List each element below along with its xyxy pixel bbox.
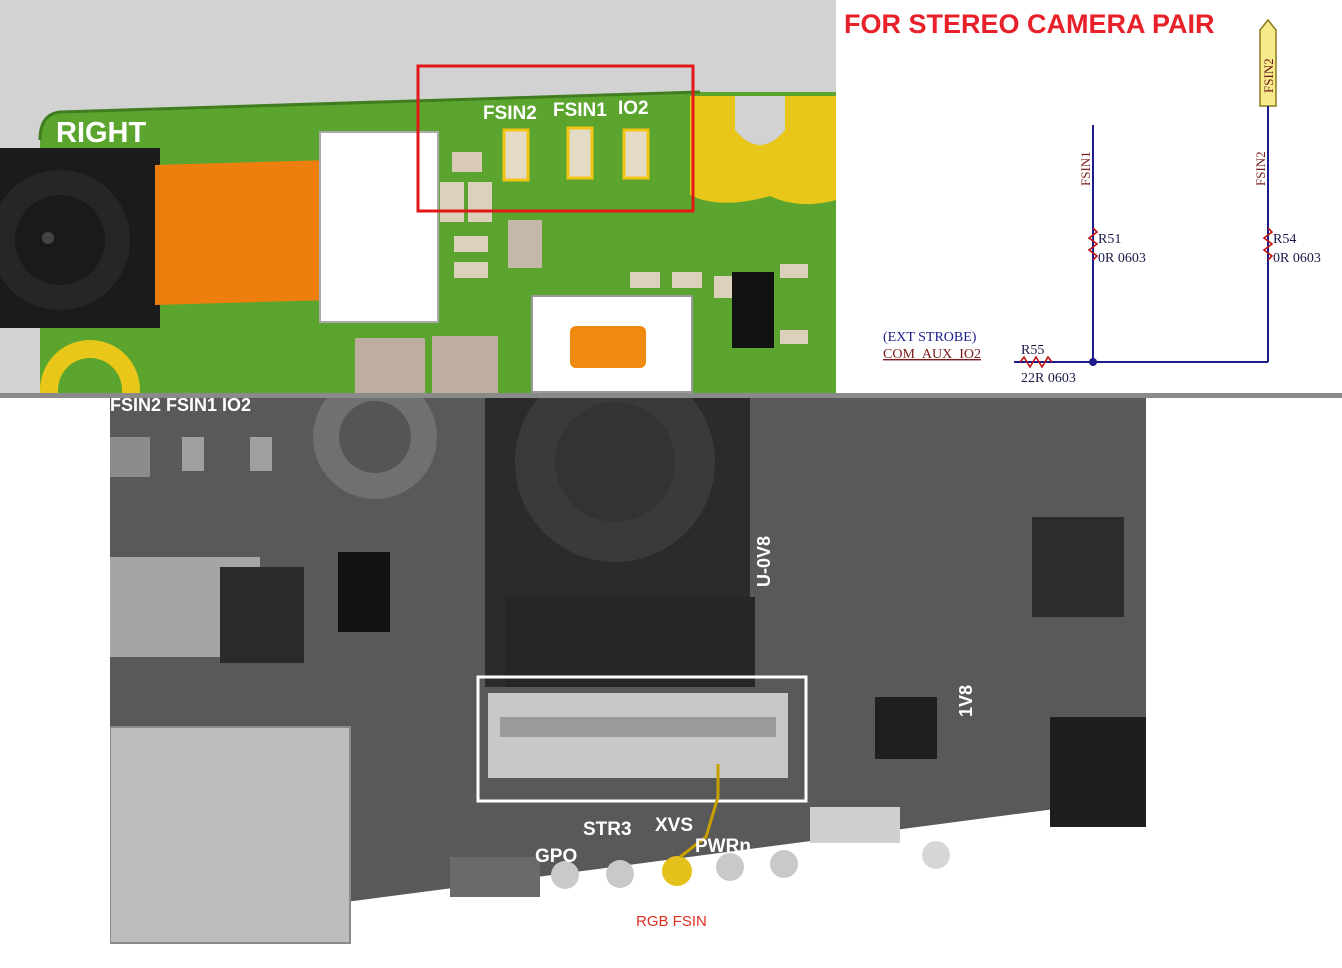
aux-net-label: COM_AUX_IO2 <box>883 347 981 362</box>
rgb-fsin-pad <box>662 856 692 886</box>
pin-label-pwrn: PWRn <box>695 836 751 857</box>
strobe-note: (EXT STROBE) <box>883 330 977 345</box>
net-fsin2: FSIN2 <box>1253 151 1268 186</box>
bottom-top-labels: FSIN2 FSIN1 IO2 <box>110 397 251 415</box>
right-camera-pcb-render: RIGHT FSIN2 FSIN1 IO2 <box>0 0 836 440</box>
rgb-camera-pcb-render: FSIN2 FSIN1 IO2 U-0V8 1V8 GPO STR3 XVS P… <box>109 362 1146 963</box>
right-camera-pcb-graphic: RIGHT FSIN2 FSIN1 IO2 <box>0 0 836 440</box>
schematic-graphic: FOR STEREO CAMERA PAIR FSIN2 FSIN1 FSIN2… <box>836 0 1342 397</box>
pad-label-fsin1: FSIN1 <box>553 100 607 121</box>
rgb-fsin-caption: RGB FSIN <box>636 913 707 930</box>
label-1v8: 1V8 <box>956 685 976 717</box>
r51-ref: R51 <box>1098 232 1121 247</box>
label-u-0v8: U-0V8 <box>754 536 774 587</box>
rgb-camera-pcb-graphic: FSIN2 FSIN1 IO2 U-0V8 1V8 GPO STR3 XVS P… <box>109 362 1146 963</box>
pad-label-io2: IO2 <box>618 98 649 119</box>
port-label: FSIN2 <box>1261 58 1276 93</box>
highlight-trace <box>679 764 720 859</box>
r54-value: 0R 0603 <box>1273 251 1321 266</box>
side-label-right: RIGHT <box>56 117 147 149</box>
panel-divider <box>0 393 1342 398</box>
pad-label-fsin2: FSIN2 <box>483 103 537 124</box>
schematic-title: FOR STEREO CAMERA PAIR <box>844 9 1215 39</box>
pin-label-clk: CLK <box>805 878 844 899</box>
pin-label-str3: STR3 <box>583 819 632 840</box>
pin-label-pg3: PG3 <box>970 844 1008 865</box>
pin-label-gpo: GPO <box>535 846 577 867</box>
r55-ref: R55 <box>1021 343 1044 358</box>
highlight-box <box>416 64 695 213</box>
net-fsin1: FSIN1 <box>1078 151 1093 186</box>
stereo-sync-schematic: FOR STEREO CAMERA PAIR FSIN2 FSIN1 FSIN2… <box>836 0 1342 397</box>
r51-value: 0R 0603 <box>1098 251 1146 266</box>
r55-value: 22R 0603 <box>1021 371 1076 386</box>
r54-ref: R54 <box>1273 232 1296 247</box>
pin-label-xvs: XVS <box>655 815 693 836</box>
fsin2-port <box>1259 18 1277 107</box>
